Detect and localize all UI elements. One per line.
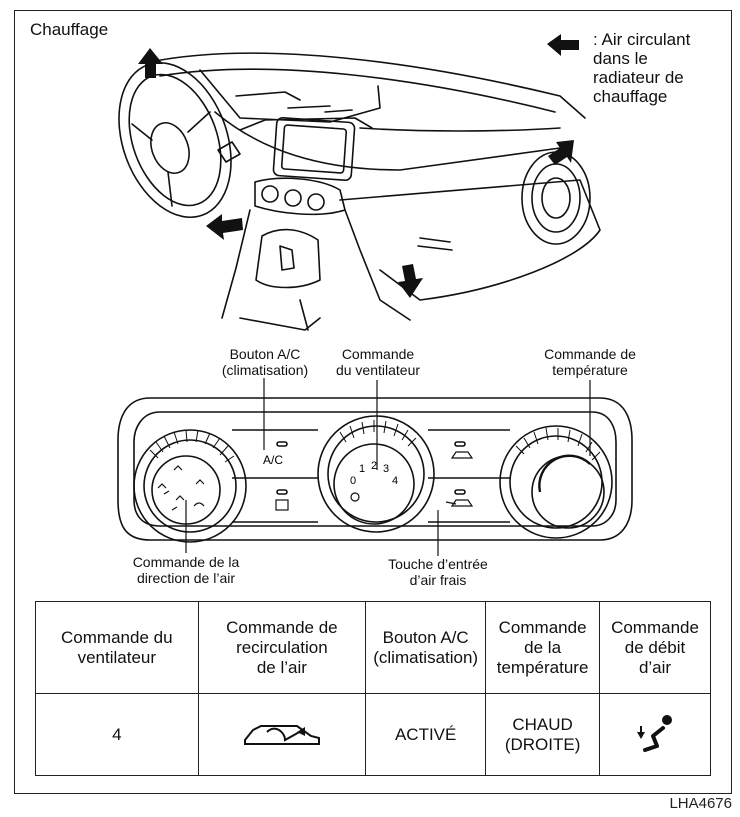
arrow-up-right-icon [548, 140, 574, 165]
fan-scale-0: 0 [350, 475, 356, 487]
defrost-panel-icon [193, 502, 205, 507]
fan-panel-icon [350, 492, 360, 502]
value-airflow [599, 693, 711, 776]
dashboard-drawing [118, 52, 601, 331]
value-temperature: CHAUD (DROITE) [485, 693, 601, 776]
value-ac: ACTIVÉ [365, 693, 487, 776]
arrow-up-icon [138, 48, 163, 78]
table-header-row: Commande du ventilateur Commande de reci… [35, 601, 711, 694]
value-fan: 4 [35, 693, 199, 776]
air-recirculation-icon [243, 725, 320, 745]
fan-scale-2: 2 [371, 460, 377, 472]
fan-scale: 0 1 2 3 4 [350, 460, 398, 487]
arrow-down-icon [398, 264, 423, 298]
header-recirculation: Commande de recirculation de l’air [197, 601, 367, 694]
legend-line-1: : Air circulant [593, 30, 691, 49]
ac-panel-label: A/C [263, 453, 283, 467]
heater-illustration: A/C 0 1 2 3 4 [117, 48, 633, 556]
foot-panel-icon [171, 495, 185, 511]
callout-fan-control: Commande du ventilateur [335, 346, 421, 378]
header-temperature: Commande de la température [485, 601, 601, 694]
arrow-left-icon [206, 214, 243, 240]
arrow-left-icon [547, 34, 579, 56]
control-panel [117, 397, 633, 543]
legend-line-3: radiateur de [593, 68, 684, 87]
figure-frame [14, 10, 732, 794]
fan-scale-1: 1 [359, 463, 365, 475]
header-airflow: Commande de débit d’air [599, 601, 711, 694]
panel-icons [157, 451, 474, 511]
legend-line-4: chauffage [593, 87, 668, 106]
foot-vent-icon [637, 715, 673, 752]
knob-ridges [149, 420, 601, 463]
fan-scale-3: 3 [383, 463, 389, 475]
bilevel-panel-icon [173, 465, 183, 471]
legend: : Air circulant dans le radiateur de cha… [545, 30, 735, 114]
legend-line-2: dans le [593, 49, 648, 68]
defrost-foot-panel-icon [195, 479, 205, 485]
settings-table: Commande du ventilateur Commande de reci… [35, 601, 711, 776]
callout-ac-button: Bouton A/C (climatisation) [221, 346, 309, 378]
callout-air-direction: Commande de la direction de l’air [132, 554, 240, 586]
header-fan: Commande du ventilateur [35, 601, 199, 694]
callout-temperature-control: Commande de température [544, 346, 636, 378]
fan-scale-4: 4 [392, 475, 398, 487]
section-heading: Chauffage [30, 20, 109, 39]
rear-defrost-panel-icon [275, 499, 289, 511]
callout-fresh-air: Touche d’entrée d’air frais [388, 556, 488, 588]
recirculation-panel-icon [450, 451, 474, 459]
airflow-arrows [138, 48, 574, 298]
header-ac: Bouton A/C (climatisation) [365, 601, 487, 694]
figure-code: LHA4676 [669, 795, 732, 812]
value-recirculation [197, 693, 367, 776]
table-row: 4 ACTIVÉ CHAUD (DROITE) [35, 693, 711, 776]
fresh-air-panel-icon [445, 499, 474, 507]
face-vent-panel-icon [157, 483, 170, 495]
